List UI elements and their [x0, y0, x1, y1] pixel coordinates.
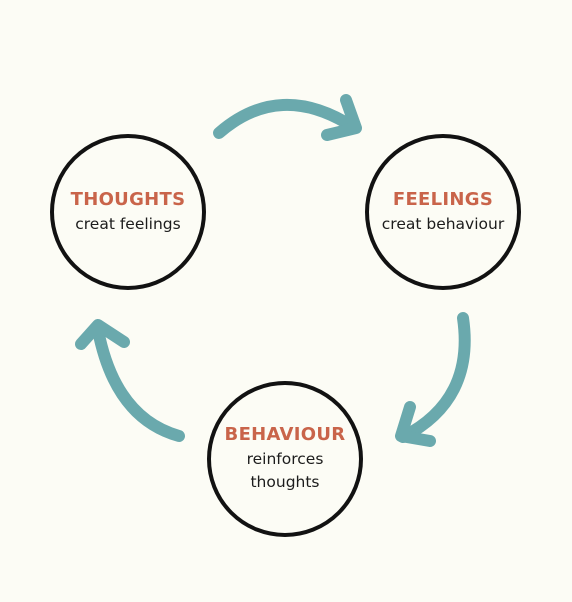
node-feelings: FEELINGS creat behaviour — [365, 134, 521, 290]
node-feelings-subtitle: creat behaviour — [381, 214, 505, 233]
arrow-feelings-to-behaviour — [395, 312, 471, 447]
node-behaviour: BEHAVIOUR reinforces thoughts — [207, 381, 363, 537]
node-thoughts: THOUGHTS creat feelings — [50, 134, 206, 290]
node-thoughts-subtitle: creat feelings — [75, 214, 181, 233]
arrow-thoughts-to-feelings — [213, 94, 362, 141]
node-behaviour-subtitle: reinforces thoughts — [246, 450, 324, 491]
node-behaviour-title: BEHAVIOUR — [224, 424, 346, 445]
node-thoughts-title: THOUGHTS — [70, 188, 186, 210]
arrow-behaviour-to-thoughts — [75, 319, 185, 442]
node-feelings-title: FEELINGS — [392, 188, 494, 210]
